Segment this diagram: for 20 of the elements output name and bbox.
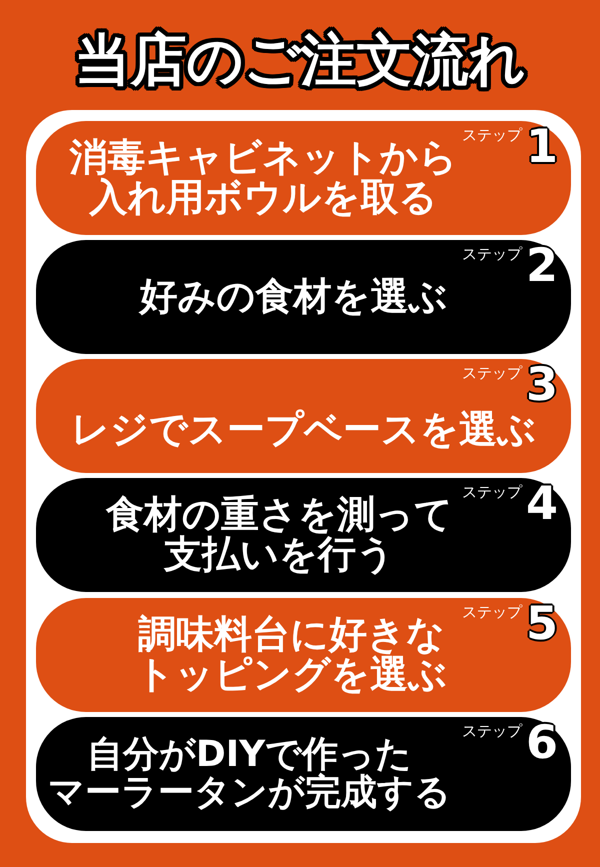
step-label: ステップ — [462, 366, 522, 381]
step-number: 1 — [526, 123, 558, 169]
step-text: 消毒キャビネットから入れ用ボウルを取る — [70, 138, 458, 218]
step-label: ステップ — [462, 247, 522, 262]
step-label: ステップ — [462, 724, 522, 739]
step-label: ステップ — [462, 605, 522, 620]
step-number: 4 — [526, 480, 558, 526]
step-number: 3 — [526, 361, 558, 407]
step-pill — [36, 717, 571, 831]
step-number: 2 — [526, 242, 558, 288]
step-text: 食材の重さを測って支払いを行う — [106, 495, 453, 575]
step-label: ステップ — [462, 128, 522, 143]
step-text: レジでスープベースを選ぶ — [71, 410, 536, 450]
step-text: 調味料台に好きなトッピングを選ぶ — [136, 615, 447, 695]
step-text: 好みの食材を選ぶ — [140, 277, 448, 317]
step-number: 6 — [526, 719, 558, 765]
step-text: 自分がDIYで作ったマーラータンが完成する — [48, 736, 451, 812]
step-number: 5 — [526, 600, 558, 646]
step-label: ステップ — [462, 485, 522, 500]
step-pill — [36, 121, 571, 235]
